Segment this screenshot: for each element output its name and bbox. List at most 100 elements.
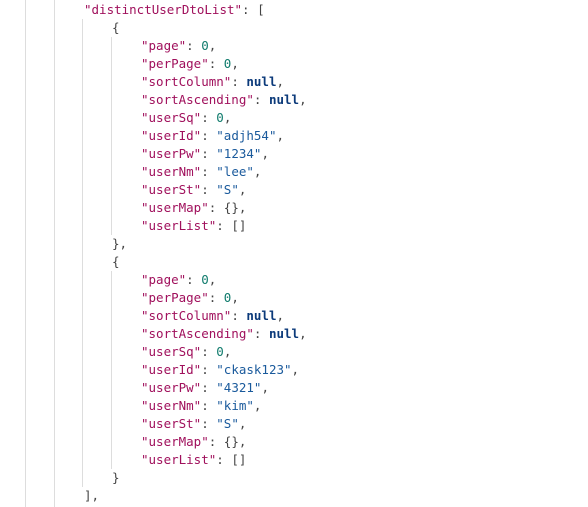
json-key: "perPage" bbox=[141, 56, 209, 71]
punctuation: : bbox=[253, 326, 269, 341]
brace: { bbox=[112, 20, 120, 35]
json-key: "userMap" bbox=[141, 434, 209, 449]
json-value: "ckask123" bbox=[216, 362, 292, 377]
comma: , bbox=[238, 200, 247, 215]
comma: , bbox=[238, 416, 247, 431]
json-key: "userNm" bbox=[141, 164, 202, 179]
json-key: "userMap" bbox=[141, 200, 209, 215]
json-value: {} bbox=[223, 200, 239, 215]
punctuation: : bbox=[186, 38, 202, 53]
json-field-line: "sortColumn": null, bbox=[141, 73, 284, 91]
json-value: null bbox=[246, 74, 277, 89]
json-field-line: "userSq": 0, bbox=[141, 343, 231, 361]
json-field-line: "userSq": 0, bbox=[141, 109, 231, 127]
punctuation: : bbox=[201, 398, 217, 413]
punctuation: : bbox=[186, 272, 202, 287]
comma: , bbox=[261, 146, 269, 161]
indent-guide bbox=[82, 19, 83, 487]
comma: , bbox=[291, 362, 300, 377]
punctuation: : bbox=[201, 110, 217, 125]
json-field-line: "sortAscending": null, bbox=[141, 91, 307, 109]
json-key: "sortColumn" bbox=[141, 308, 232, 323]
comma: , bbox=[238, 182, 247, 197]
comma: , bbox=[223, 110, 232, 125]
json-field-line: "perPage": 0, bbox=[141, 289, 239, 307]
array-close-bracket: ], bbox=[84, 487, 99, 505]
json-field-line: "userNm": "lee", bbox=[141, 163, 261, 181]
json-key: "sortAscending" bbox=[141, 92, 254, 107]
json-value: 0 bbox=[223, 290, 232, 305]
comma: , bbox=[231, 56, 239, 71]
json-key: "page" bbox=[141, 272, 187, 287]
punctuation: : bbox=[208, 56, 224, 71]
json-key: "userList" bbox=[141, 218, 217, 233]
json-field-line: "perPage": 0, bbox=[141, 55, 239, 73]
object-close-brace: }, bbox=[112, 235, 127, 253]
punctuation: : bbox=[201, 416, 217, 431]
root-key-line: "distinctUserDtoList": [ bbox=[84, 1, 265, 19]
json-value: "1234" bbox=[216, 146, 262, 161]
json-value: 0 bbox=[223, 56, 232, 71]
json-key: "userPw" bbox=[141, 380, 202, 395]
comma: , bbox=[231, 290, 239, 305]
punctuation: : bbox=[253, 92, 269, 107]
json-value: "kim" bbox=[216, 398, 254, 413]
brace: } bbox=[112, 470, 120, 485]
json-value: [] bbox=[231, 452, 247, 467]
json-value: null bbox=[246, 308, 277, 323]
json-field-line: "userMap": {}, bbox=[141, 433, 246, 451]
indent-guide bbox=[25, 0, 26, 507]
comma: , bbox=[253, 398, 262, 413]
json-key: "userNm" bbox=[141, 398, 202, 413]
comma: , bbox=[276, 74, 285, 89]
comma: , bbox=[261, 380, 269, 395]
json-field-line: "userMap": {}, bbox=[141, 199, 246, 217]
json-field-line: "sortAscending": null, bbox=[141, 325, 307, 343]
punctuation: : bbox=[231, 308, 247, 323]
comma: , bbox=[299, 92, 307, 107]
json-field-line: "userId": "adjh54", bbox=[141, 127, 284, 145]
json-key: "page" bbox=[141, 38, 187, 53]
brace: { bbox=[112, 254, 120, 269]
comma: , bbox=[208, 272, 217, 287]
json-value: 0 bbox=[201, 38, 209, 53]
comma: , bbox=[253, 164, 262, 179]
json-field-line: "userNm": "kim", bbox=[141, 397, 261, 415]
punctuation: : bbox=[208, 200, 224, 215]
json-value: "S" bbox=[216, 416, 239, 431]
comma: , bbox=[238, 434, 247, 449]
punctuation: : bbox=[201, 362, 217, 377]
punctuation: : bbox=[201, 146, 217, 161]
json-field-line: "userSt": "S", bbox=[141, 181, 246, 199]
punctuation: : bbox=[231, 74, 247, 89]
json-value: "4321" bbox=[216, 380, 262, 395]
brace: }, bbox=[112, 236, 128, 251]
indent-guide bbox=[111, 37, 112, 235]
json-field-line: "page": 0, bbox=[141, 37, 216, 55]
json-key: "sortColumn" bbox=[141, 74, 232, 89]
json-value: 0 bbox=[201, 272, 209, 287]
comma: , bbox=[276, 308, 285, 323]
json-field-line: "sortColumn": null, bbox=[141, 307, 284, 325]
json-key: "userId" bbox=[141, 128, 202, 143]
json-field-line: "userId": "ckask123", bbox=[141, 361, 299, 379]
json-value: "adjh54" bbox=[216, 128, 277, 143]
json-field-line: "userSt": "S", bbox=[141, 415, 246, 433]
json-key: "userSt" bbox=[141, 182, 202, 197]
json-field-line: "userPw": "1234", bbox=[141, 145, 269, 163]
json-value: 0 bbox=[216, 110, 224, 125]
json-field-line: "userList": [] bbox=[141, 451, 246, 469]
punctuation: : bbox=[201, 380, 217, 395]
json-field-line: "userList": [] bbox=[141, 217, 246, 235]
json-key: "userId" bbox=[141, 362, 202, 377]
json-key: "userList" bbox=[141, 452, 217, 467]
json-key: "userSq" bbox=[141, 344, 202, 359]
json-key: "sortAscending" bbox=[141, 326, 254, 341]
indent-guide bbox=[54, 0, 55, 507]
comma: , bbox=[299, 326, 307, 341]
json-value: null bbox=[268, 326, 300, 341]
punctuation: : bbox=[208, 290, 224, 305]
object-close-brace: } bbox=[112, 469, 120, 487]
comma: , bbox=[276, 128, 285, 143]
